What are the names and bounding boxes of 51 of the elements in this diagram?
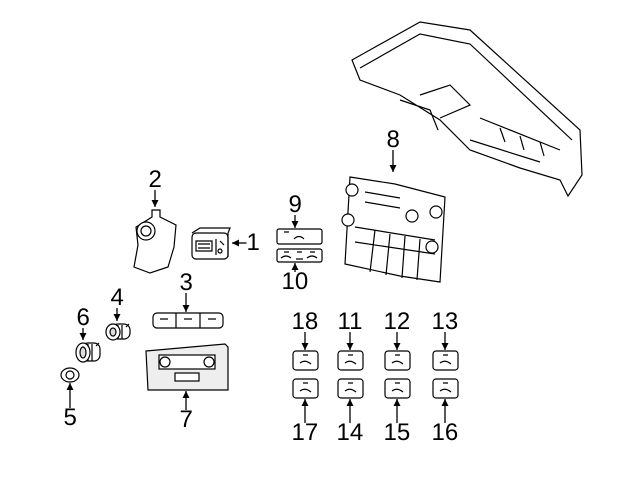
callout-number: 13 <box>432 310 458 334</box>
bezel-drawing <box>145 343 229 391</box>
callout-number: 3 <box>180 271 193 295</box>
leader-arrow <box>182 293 190 312</box>
leader-arrow <box>114 308 120 321</box>
callout-number: 8 <box>386 128 400 152</box>
switch-panel-drawing <box>152 312 224 329</box>
leader-arrow <box>390 150 396 172</box>
callout-number: 16 <box>432 421 458 445</box>
cap-drawing <box>60 367 80 383</box>
leader-arrow <box>394 332 400 350</box>
callout-number: 1 <box>246 231 260 255</box>
switch-drawing <box>337 350 364 371</box>
callout-number: 5 <box>64 406 77 430</box>
switch-drawing <box>276 248 323 263</box>
leader-arrow <box>346 399 354 423</box>
knob-drawing <box>104 321 132 343</box>
switch-drawing <box>292 378 319 399</box>
leader-arrow <box>302 332 308 350</box>
leader-arrow <box>302 399 308 423</box>
callout-number: 7 <box>180 408 193 432</box>
callout-number: 14 <box>336 421 364 445</box>
callout-number: 15 <box>384 421 410 445</box>
switch-drawing <box>384 378 411 399</box>
callout-number: 18 <box>292 310 318 334</box>
leader-arrow <box>152 190 158 207</box>
callout-number: 4 <box>110 286 124 310</box>
leader-arrow <box>232 240 246 246</box>
leader-arrow <box>442 332 448 350</box>
knob-drawing <box>74 340 102 365</box>
switch-drawing <box>337 378 364 399</box>
callout-number: 12 <box>384 310 410 334</box>
switch-drawing <box>432 378 459 399</box>
callout-number: 10 <box>282 270 308 294</box>
leader-arrow <box>442 399 448 423</box>
leader-arrow <box>182 391 190 410</box>
leader-arrow <box>66 383 74 408</box>
switch-drawing <box>292 350 319 371</box>
callout-number: 11 <box>338 310 362 334</box>
callout-number: 6 <box>76 306 90 330</box>
leader-arrow <box>292 263 298 272</box>
leader-arrow <box>346 332 354 350</box>
switch-drawing <box>276 228 323 245</box>
leader-arrow <box>80 328 86 340</box>
leader-arrow <box>394 399 400 423</box>
leader-arrow <box>292 215 298 228</box>
callout-number: 9 <box>288 193 302 217</box>
callout-number: 17 <box>292 421 318 445</box>
switch-drawing <box>432 350 459 371</box>
callout-number: 2 <box>148 168 162 192</box>
switch-drawing <box>384 350 411 371</box>
